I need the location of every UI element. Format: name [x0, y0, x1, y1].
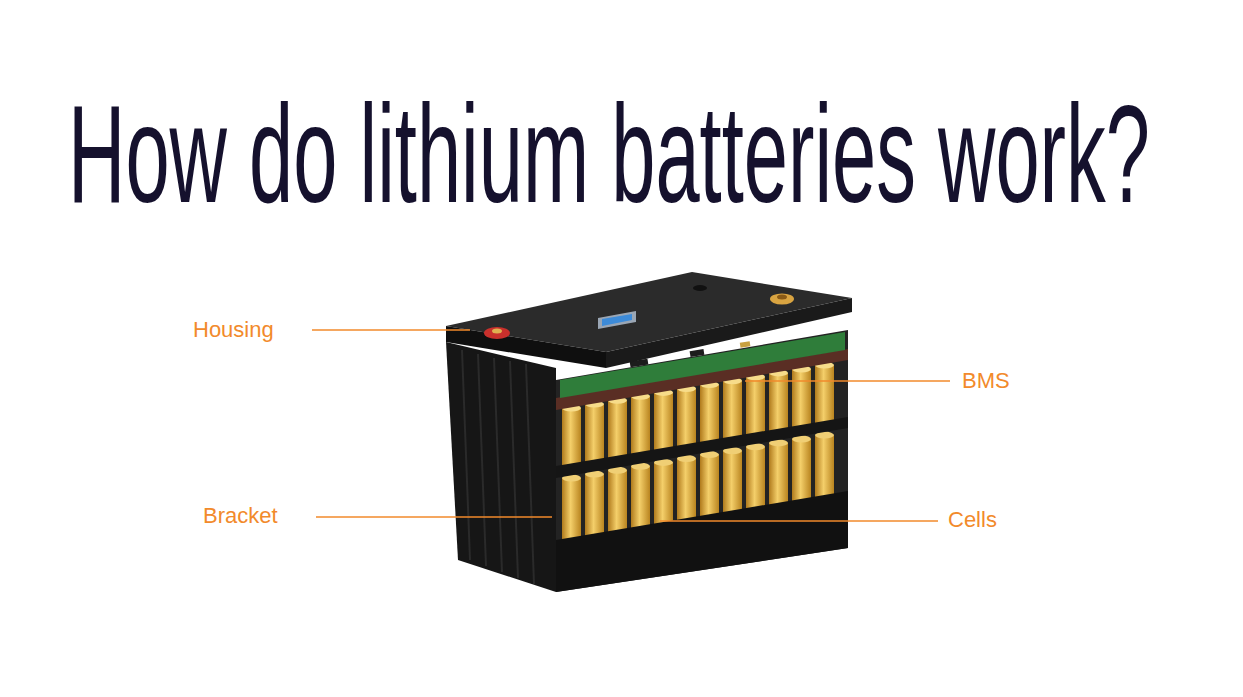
- part-label: Cells: [948, 507, 997, 533]
- part-label: Housing: [193, 317, 274, 343]
- leader-line: [312, 330, 950, 521]
- lid-edge: [606, 298, 852, 368]
- terminal: [770, 294, 794, 305]
- part-label: BMS: [962, 368, 1010, 394]
- housing-ribs: [462, 350, 534, 584]
- part-label: Bracket: [203, 503, 278, 529]
- display: [598, 311, 636, 329]
- base-strip: [556, 491, 848, 592]
- bracket-strip: [556, 417, 848, 478]
- back-wall: [556, 330, 848, 592]
- title: How do lithium batteries work?: [68, 84, 1150, 224]
- housing-end: [446, 342, 556, 592]
- terminal: [484, 327, 510, 339]
